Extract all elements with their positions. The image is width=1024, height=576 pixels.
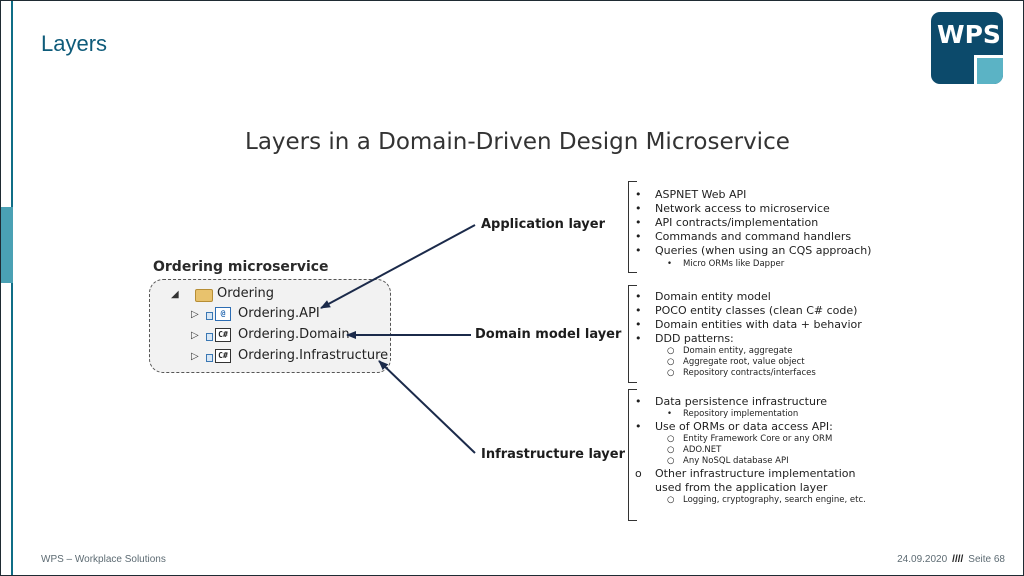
- folder-icon: [195, 289, 213, 302]
- application-brace: [628, 181, 637, 273]
- infrastructure-layer-label: Infrastructure layer: [481, 447, 626, 462]
- csharp-project-icon: C#: [215, 328, 231, 342]
- slide-title: Layers: [41, 31, 108, 56]
- web-project-icon: @: [215, 307, 231, 321]
- microservice-box: [149, 279, 391, 373]
- wps-logo: WPS: [931, 12, 1003, 84]
- collapse-icon: ▷: [191, 351, 199, 362]
- infrastructure-sub-bullet: ○Logging, cryptography, search engine, e…: [667, 495, 866, 505]
- left-rail: [1, 1, 13, 575]
- footer-separator: ////: [952, 554, 964, 565]
- application-bullet: •API contracts/implementation: [635, 216, 819, 229]
- infrastructure-bullet-continued: used from the application layer: [655, 481, 828, 494]
- microservice-title: Ordering microservice: [153, 259, 329, 275]
- footer-page-info: 24.09.2020 //// Seite 68: [897, 554, 1005, 565]
- left-accent-bar: [1, 207, 13, 283]
- lock-icon: [206, 354, 213, 362]
- application-bullet: •ASPNET Web API: [635, 188, 747, 201]
- collapse-icon: ▷: [191, 330, 199, 341]
- lock-icon: [206, 312, 213, 320]
- footer-date: 24.09.2020: [897, 554, 948, 565]
- application-sub-bullet: •Micro ORMs like Dapper: [667, 259, 785, 269]
- project-ordering-domain: Ordering.Domain: [238, 327, 350, 342]
- arrow-application: [320, 224, 476, 309]
- domain-bullet: •Domain entity model: [635, 290, 771, 303]
- logo-square: [974, 55, 1003, 84]
- tree-root-ordering: Ordering: [217, 286, 275, 301]
- domain-sub-bullet: ○Aggregate root, value object: [667, 357, 805, 367]
- csharp-project-icon: C#: [215, 349, 231, 363]
- infrastructure-bullet: •Data persistence infrastructure: [635, 395, 827, 408]
- application-layer-label: Application layer: [481, 217, 605, 232]
- footer-company: WPS – Workplace Solutions: [41, 554, 166, 565]
- diagram-title: Layers in a Domain-Driven Design Microse…: [245, 129, 790, 155]
- infrastructure-sub-bullet: ○Entity Framework Core or any ORM: [667, 434, 833, 444]
- application-bullet: •Queries (when using an CQS approach): [635, 244, 872, 257]
- domain-bullet: •POCO entity classes (clean C# code): [635, 304, 858, 317]
- expand-icon: ◢: [171, 289, 179, 300]
- domain-bullet: •DDD patterns:: [635, 332, 734, 345]
- infrastructure-sub-bullet: •Repository implementation: [667, 409, 799, 419]
- domain-sub-bullet: ○Domain entity, aggregate: [667, 346, 793, 356]
- infrastructure-brace: [628, 389, 637, 521]
- logo-text: WPS: [937, 20, 1001, 49]
- lock-icon: [206, 333, 213, 341]
- footer-page-number: Seite 68: [968, 554, 1005, 565]
- project-ordering-api: Ordering.API: [238, 306, 320, 321]
- infrastructure-bullet: •Use of ORMs or data access API:: [635, 420, 833, 433]
- arrow-infrastructure: [378, 360, 476, 454]
- application-bullet: •Network access to microservice: [635, 202, 830, 215]
- infrastructure-sub-bullet: ○Any NoSQL database API: [667, 456, 789, 466]
- domain-sub-bullet: ○Repository contracts/interfaces: [667, 368, 816, 378]
- application-bullet: •Commands and command handlers: [635, 230, 852, 243]
- domain-bullet: •Domain entities with data + behavior: [635, 318, 862, 331]
- domain-brace: [628, 285, 637, 383]
- collapse-icon: ▷: [191, 309, 199, 320]
- project-ordering-infrastructure: Ordering.Infrastructure: [238, 348, 389, 363]
- domain-layer-label: Domain model layer: [475, 327, 622, 342]
- infrastructure-sub-bullet: ○ADO.NET: [667, 445, 722, 455]
